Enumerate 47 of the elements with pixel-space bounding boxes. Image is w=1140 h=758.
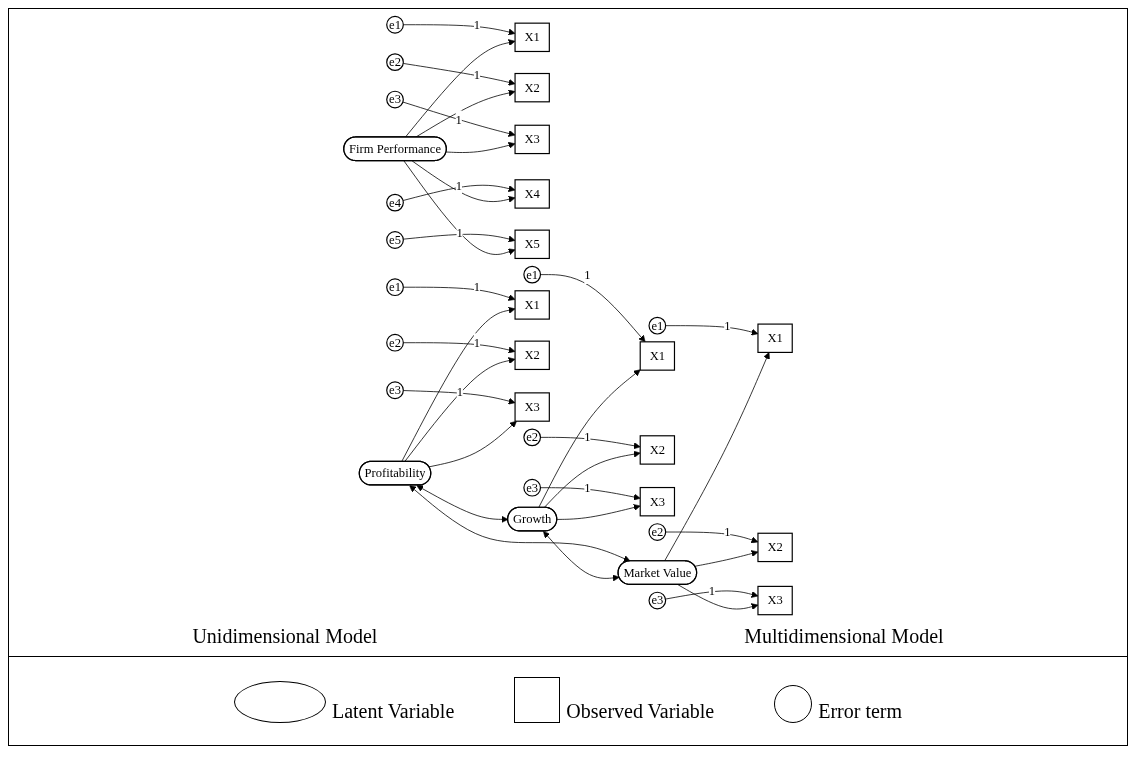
node-box: X5 [514,229,550,260]
node-circle: e3 [648,591,667,610]
node-circle: e2 [523,428,542,447]
node-box: X3 [514,392,550,422]
edge-label: 1 [584,480,591,494]
node-box: X3 [639,486,676,517]
node-circle: e1 [523,265,542,284]
legend-label: Observed Variable [566,700,715,723]
edge-label: 1 [724,318,731,332]
node-box: X2 [514,72,550,103]
edge-label: 1 [455,112,462,126]
node-circle: e1 [386,15,404,34]
edge-label: 1 [584,267,591,281]
node-circle: e3 [523,478,542,497]
edge-label: 1 [455,178,463,193]
node-box: X1 [514,290,550,320]
model-caption: Unidimensional Model [192,625,378,648]
edge-label: 1 [473,335,481,349]
edge-label: 1 [456,226,463,240]
node-circle: e4 [386,193,404,212]
edge-label: 1 [708,583,716,597]
edge-label: 1 [724,524,731,539]
edge-label: 1 [584,430,591,444]
node-box: X3 [514,124,550,155]
node-box: X4 [514,179,550,209]
node-circle: e2 [386,333,404,352]
edge-label: 1 [473,17,481,32]
legend-label: Error term [818,700,903,723]
node-circle: e2 [386,53,404,72]
node-box: X3 [757,585,793,616]
node-box: X1 [639,341,676,371]
edge-label: 1 [456,385,463,399]
edge-label: 1 [473,68,481,82]
node-circle: e2 [648,523,667,541]
node-circle: e5 [386,231,404,249]
node-circle: e3 [386,381,404,400]
node-box: X1 [757,323,793,353]
node-circle: e1 [386,278,404,297]
legend-label: Latent Variable [331,700,455,723]
model-caption: Multidimensional Model [744,625,944,648]
node-box: X1 [514,22,550,53]
node-box: X2 [639,435,676,465]
edge-label: 1 [473,280,481,294]
node-circle: e1 [648,316,667,335]
node-box: X2 [757,532,793,563]
node-circle: e3 [386,90,404,109]
node-box: X2 [514,340,550,371]
